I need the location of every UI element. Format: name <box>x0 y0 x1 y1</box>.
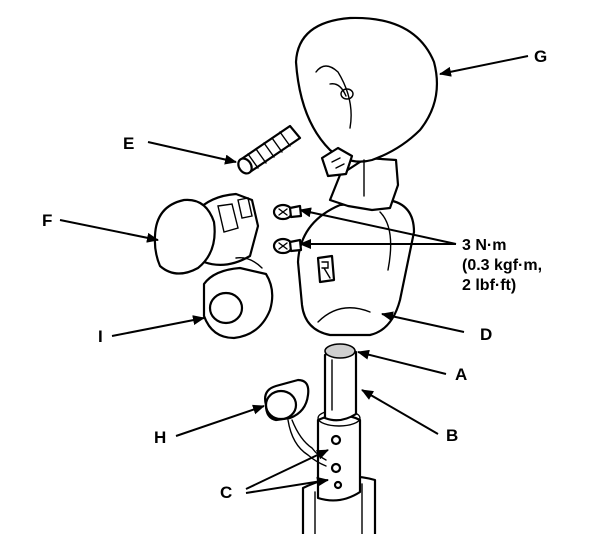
label-f: F <box>42 211 52 230</box>
leader-g <box>439 55 529 77</box>
leader-i <box>111 315 205 337</box>
button-f <box>153 192 260 275</box>
housing-d <box>296 198 416 337</box>
label-i: I <box>98 327 103 346</box>
leader-f <box>59 219 159 243</box>
label-e: E <box>123 134 134 153</box>
leader-c1 <box>245 449 329 490</box>
leader-b <box>361 389 439 435</box>
torque-line-1: 3 N·m <box>462 237 506 254</box>
label-g: G <box>534 47 547 66</box>
torque-line-2: (0.3 kgf·m, <box>462 257 542 274</box>
label-b: B <box>446 426 458 445</box>
leader-a <box>357 349 447 375</box>
screw-upper <box>272 203 303 221</box>
connector-h <box>264 378 327 467</box>
cap-i <box>202 257 274 340</box>
spring-e <box>237 124 302 175</box>
leader-c2 <box>245 476 329 494</box>
label-d: D <box>480 325 492 344</box>
label-h: H <box>154 428 166 447</box>
leader-e <box>147 141 237 165</box>
label-c: C <box>220 483 232 502</box>
leader-torque-1 <box>299 207 457 245</box>
leader-h <box>175 404 265 437</box>
knob-g <box>294 16 438 212</box>
torque-line-3: 2 lbf·ft) <box>462 277 516 294</box>
shift-lever-shaft <box>301 409 377 534</box>
label-a: A <box>455 365 467 384</box>
leader-d <box>381 311 465 333</box>
shaft-a <box>323 343 358 422</box>
screw-lower <box>272 237 303 255</box>
